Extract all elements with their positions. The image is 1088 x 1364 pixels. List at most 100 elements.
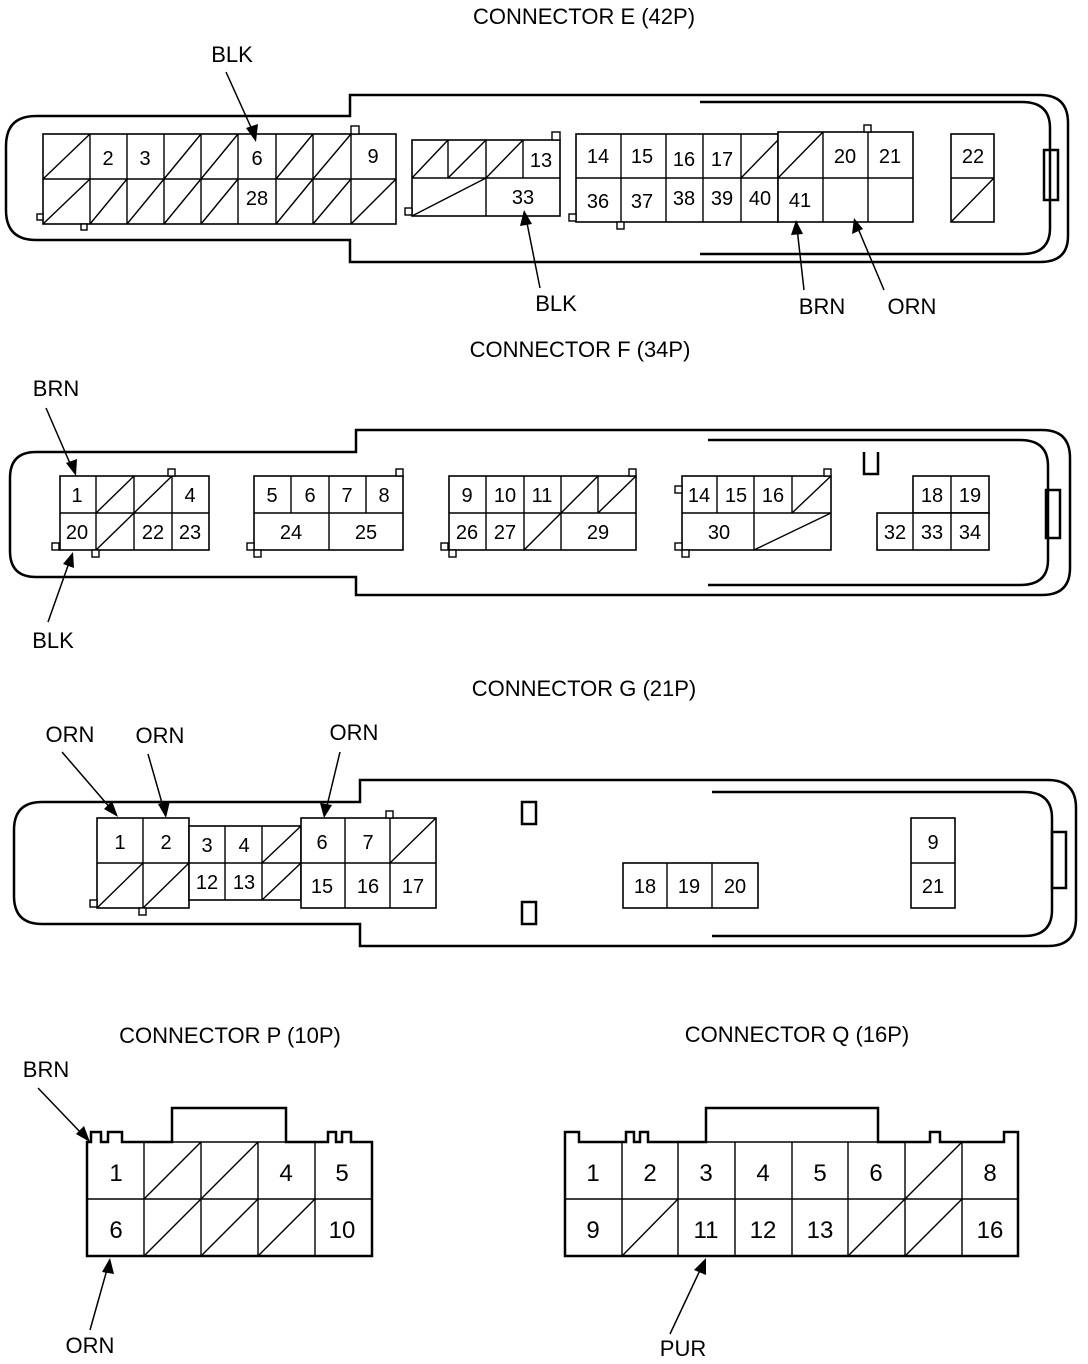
wire-label-f20: BLK xyxy=(32,628,74,653)
pin-f-9: 9 xyxy=(461,485,472,507)
pin-q-13: 13 xyxy=(807,1217,834,1244)
pin-f-32: 32 xyxy=(884,522,906,544)
pin-e-9: 9 xyxy=(367,146,378,168)
pin-g-6: 6 xyxy=(316,832,327,854)
wire-label-p6: ORN xyxy=(66,1333,115,1358)
pin-q-12: 12 xyxy=(750,1217,777,1244)
pin-f-18: 18 xyxy=(921,485,943,507)
pin-e-21: 21 xyxy=(879,146,901,168)
pin-e-13: 13 xyxy=(530,150,552,172)
pin-q-9: 9 xyxy=(586,1217,599,1244)
pin-e-35: 37 xyxy=(631,191,653,213)
pin-e-28: 28 xyxy=(246,188,268,210)
pin-f-24: 24 xyxy=(280,522,302,544)
pin-f-25: 25 xyxy=(355,522,377,544)
pin-e-2: 2 xyxy=(102,148,113,170)
wire-label-e6: BLK xyxy=(211,42,253,67)
pin-p-4: 4 xyxy=(279,1160,292,1187)
pin-g-1: 1 xyxy=(114,832,125,854)
connector-g-housing xyxy=(12,778,1078,948)
pin-e-22: 22 xyxy=(962,146,984,168)
pin-e-33: 33 xyxy=(512,187,534,209)
wire-label-q11: PUR xyxy=(660,1336,706,1361)
pin-q-11: 11 xyxy=(694,1217,719,1244)
pin-f-19: 19 xyxy=(959,485,981,507)
pin-e-20: 20 xyxy=(834,146,856,168)
connector-e-housing xyxy=(4,93,1070,264)
connector-p-housing xyxy=(85,1106,374,1258)
pin-e-17: 17 xyxy=(711,149,733,171)
connector-p: CONNECTOR P (10P) 1 4 5 6 10 BRN ORN xyxy=(23,1023,374,1358)
pin-q-2: 2 xyxy=(643,1160,656,1187)
pin-g-12: 12 xyxy=(196,872,218,894)
pin-g-19: 19 xyxy=(678,876,700,898)
pin-f-22: 22 xyxy=(142,522,164,544)
pin-e-14: 14 xyxy=(587,146,609,168)
pin-p-10: 10 xyxy=(329,1217,356,1244)
pin-f-7: 7 xyxy=(341,485,352,507)
pin-e-36: 38 xyxy=(673,188,695,210)
connector-q: CONNECTOR Q (16P) 1 2 3 4 5 6 8 9 11 12 … xyxy=(563,1022,1020,1361)
pin-q-1: 1 xyxy=(586,1160,599,1187)
pin-e-37: 39 xyxy=(711,188,733,210)
pin-e-3: 3 xyxy=(139,148,150,170)
wire-label-e33: BLK xyxy=(535,291,577,316)
pin-q-8: 8 xyxy=(983,1160,996,1187)
pin-f-8: 8 xyxy=(378,485,389,507)
pin-p-6: 6 xyxy=(109,1217,122,1244)
wire-label-e39: BRN xyxy=(799,294,845,319)
pin-e-38: 40 xyxy=(749,188,771,210)
wire-label-g6: ORN xyxy=(330,720,379,745)
wire-label-e40: ORN xyxy=(888,294,937,319)
pin-f-1: 1 xyxy=(71,485,82,507)
pin-e-15: 15 xyxy=(631,146,653,168)
pin-g-18: 18 xyxy=(634,876,656,898)
pin-f-34: 34 xyxy=(959,522,981,544)
pin-f-4: 4 xyxy=(184,485,195,507)
pin-f-20: 20 xyxy=(66,522,88,544)
pin-f-11: 11 xyxy=(532,485,553,507)
pin-q-5: 5 xyxy=(813,1160,826,1187)
pin-q-6: 6 xyxy=(869,1160,882,1187)
pin-f-33: 33 xyxy=(921,522,943,544)
pin-g-4: 4 xyxy=(238,835,249,857)
pin-e-39: 41 xyxy=(789,190,811,212)
connector-p-title: CONNECTOR P (10P) xyxy=(119,1023,341,1048)
connector-e: CONNECTOR E (42P) 2 3 xyxy=(4,4,1070,319)
pin-p-5: 5 xyxy=(335,1160,348,1187)
pin-g-16: 16 xyxy=(357,876,379,898)
pin-g-7: 7 xyxy=(362,832,373,854)
pin-e-34: 36 xyxy=(587,191,609,213)
connector-g-title: CONNECTOR G (21P) xyxy=(472,676,697,701)
pin-f-27: 27 xyxy=(494,522,516,544)
wire-label-g1: ORN xyxy=(46,722,95,747)
pin-f-16: 16 xyxy=(762,485,784,507)
pin-f-14: 14 xyxy=(688,485,710,507)
pin-q-3: 3 xyxy=(699,1160,712,1187)
connector-f-title: CONNECTOR F (34P) xyxy=(470,337,691,362)
wire-label-g2: ORN xyxy=(136,723,185,748)
pin-e-16: 16 xyxy=(673,149,695,171)
pin-e-6: 6 xyxy=(251,148,262,170)
pin-p-1: 1 xyxy=(109,1160,122,1187)
pin-g-9: 9 xyxy=(927,832,938,854)
pin-g-3: 3 xyxy=(201,835,212,857)
pin-f-26: 26 xyxy=(456,522,478,544)
pin-f-10: 10 xyxy=(494,485,516,507)
pin-g-21: 21 xyxy=(922,876,944,898)
pin-g-17: 17 xyxy=(402,876,424,898)
pin-q-4: 4 xyxy=(756,1160,769,1187)
connector-f: CONNECTOR F (34P) 1 4 20 22 23 5 6 7 xyxy=(8,337,1072,653)
connector-e-title: CONNECTOR E (42P) xyxy=(473,4,695,29)
connector-g: CONNECTOR G (21P) 1 2 3 4 12 13 6 xyxy=(12,676,1078,948)
pin-f-6: 6 xyxy=(304,485,315,507)
connector-f-housing xyxy=(8,428,1072,597)
connector-q-title: CONNECTOR Q (16P) xyxy=(685,1022,910,1047)
pin-q-16: 16 xyxy=(977,1217,1004,1244)
pin-g-15: 15 xyxy=(311,876,333,898)
pin-f-15: 15 xyxy=(725,485,747,507)
pin-g-2: 2 xyxy=(160,832,171,854)
pin-f-29: 29 xyxy=(587,522,609,544)
pin-g-20: 20 xyxy=(724,876,746,898)
